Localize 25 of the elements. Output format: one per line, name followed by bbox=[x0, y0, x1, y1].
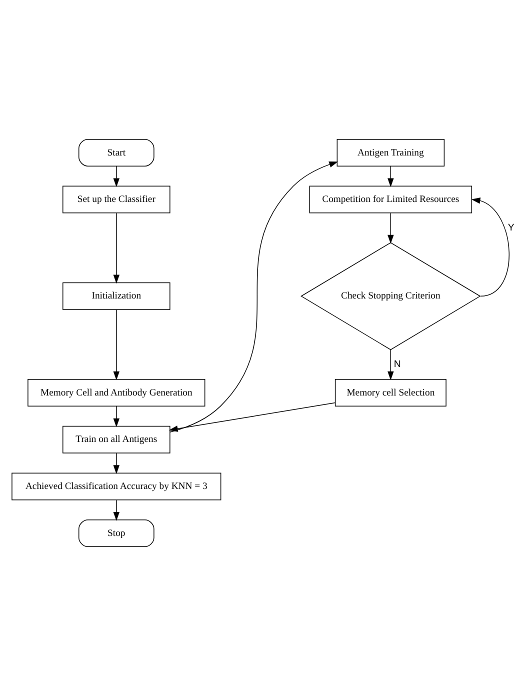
node-box: Competition for Limited Resources bbox=[308, 185, 472, 213]
arrow bbox=[169, 160, 338, 432]
arrow bbox=[168, 402, 336, 432]
node-box: Train on all Antigens bbox=[62, 425, 170, 453]
arrow bbox=[387, 165, 394, 187]
arrow bbox=[112, 499, 120, 520]
node-box: Achieved Classification Accuracy by KNN = 3 bbox=[11, 472, 221, 500]
arrow bbox=[112, 452, 120, 474]
node-box: Memory Cell and Antibody Generation bbox=[27, 378, 205, 406]
arrow bbox=[470, 197, 509, 296]
edge-label: N bbox=[393, 358, 400, 370]
arrow bbox=[387, 212, 394, 244]
arrow bbox=[387, 348, 394, 380]
node-box: Set up the Classifier bbox=[62, 185, 170, 213]
node-box: Start bbox=[78, 138, 154, 166]
node-box: Stop bbox=[78, 519, 154, 547]
node-box: Initialization bbox=[62, 282, 170, 310]
arrow bbox=[112, 308, 120, 380]
arrow bbox=[112, 212, 120, 284]
node-box: Antigen Training bbox=[336, 138, 444, 166]
node-box: Memory cell Selection bbox=[334, 378, 446, 406]
arrow bbox=[112, 406, 120, 427]
edge-label: Y bbox=[507, 222, 514, 233]
arrow bbox=[112, 165, 120, 187]
node-diamond: Check Stopping Criterion bbox=[300, 242, 480, 350]
